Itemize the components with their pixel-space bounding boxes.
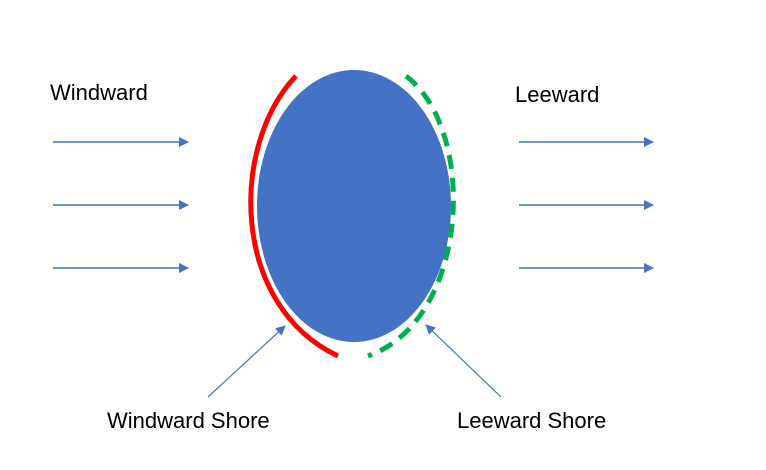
leeward-shore-line (367, 74, 456, 359)
windward-shore-line (248, 74, 340, 359)
windward-shore-pointer (207, 325, 286, 398)
leeward-shore-pointer (425, 324, 502, 398)
island-shape (257, 70, 451, 342)
leeward-label: Leeward (515, 82, 600, 107)
windward-shore-label: Windward Shore (107, 408, 270, 433)
windward-label: Windward (50, 80, 148, 105)
leeward-shore-label: Leeward Shore (457, 408, 607, 433)
